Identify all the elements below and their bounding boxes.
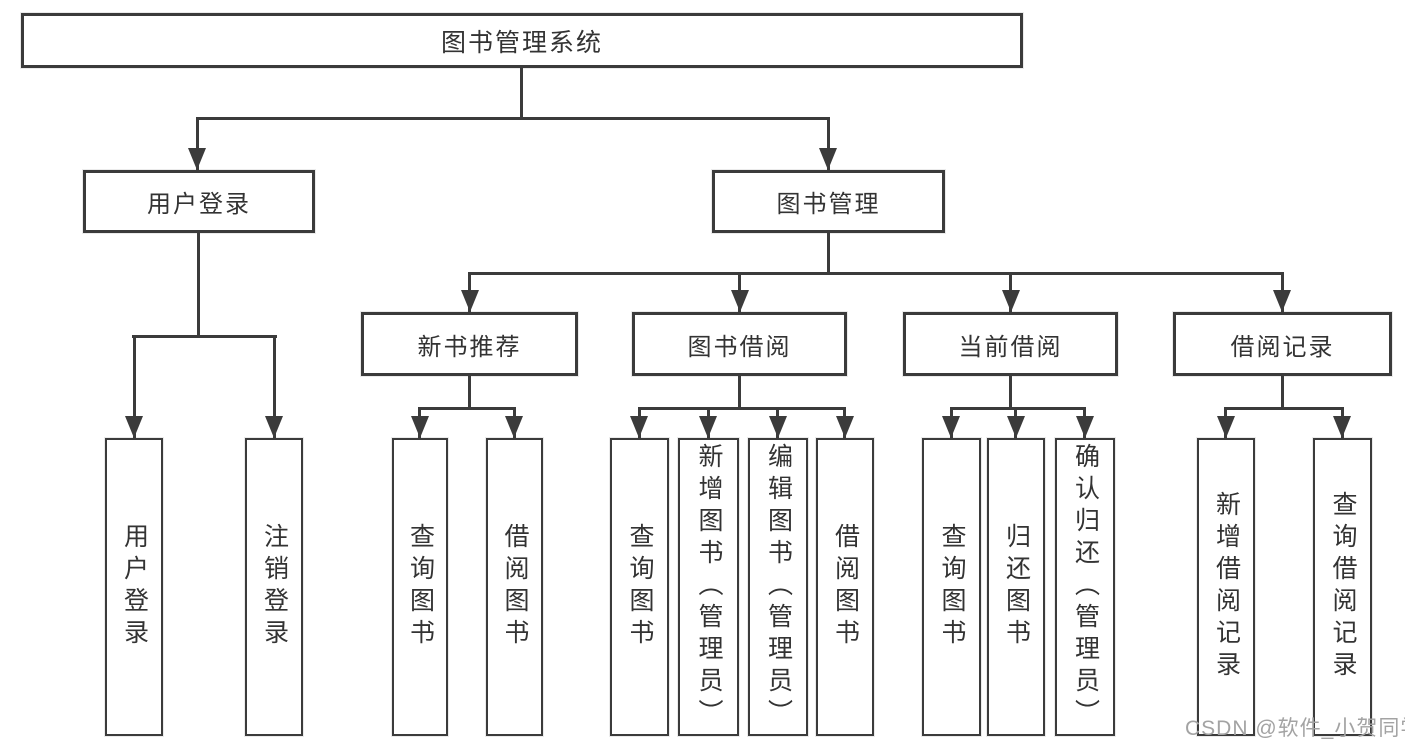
connector-line — [1224, 407, 1343, 410]
connector-line — [133, 335, 136, 438]
leaf-edit-book-admin: 编辑图书（管理员） — [748, 438, 808, 736]
connector-line — [273, 335, 276, 438]
leaf-user-login: 用户登录 — [105, 438, 163, 736]
connector-line — [196, 117, 830, 120]
node-borrowing-records: 借阅记录 — [1173, 312, 1392, 376]
node-book-borrowing: 图书借阅 — [632, 312, 847, 376]
arrow-down-icon — [125, 416, 143, 438]
leaf-logout: 注销登录 — [245, 438, 303, 736]
connector-line — [738, 375, 741, 410]
arrow-down-icon — [819, 148, 837, 170]
csdn-watermark: CSDN @软件_小贺同学 — [1185, 717, 1405, 740]
leaf-return-book: 归还图书 — [987, 438, 1045, 736]
arrow-down-icon — [942, 416, 960, 438]
arrow-down-icon — [630, 416, 648, 438]
connector-line — [468, 272, 1284, 275]
connector-line — [1009, 375, 1012, 410]
node-new-book-recommend: 新书推荐 — [361, 312, 578, 376]
arrow-down-icon — [1333, 416, 1351, 438]
leaf-add-book-admin: 新增图书（管理员） — [678, 438, 739, 736]
connector-line — [1281, 375, 1284, 410]
arrow-down-icon — [1076, 416, 1094, 438]
connector-line — [418, 407, 516, 410]
connector-line — [197, 232, 200, 338]
arrow-down-icon — [1007, 416, 1025, 438]
node-current-borrowing: 当前借阅 — [903, 312, 1118, 376]
arrow-down-icon — [188, 148, 206, 170]
connector-line — [468, 375, 471, 410]
node-book-management: 图书管理 — [712, 170, 945, 233]
arrow-down-icon — [769, 416, 787, 438]
arrow-down-icon — [1217, 416, 1235, 438]
arrow-down-icon — [265, 416, 283, 438]
leaf-query-borrow-record: 查询借阅记录 — [1313, 438, 1372, 736]
leaf-borrowing-borrow-books: 借阅图书 — [816, 438, 874, 736]
leaf-add-borrow-record: 新增借阅记录 — [1197, 438, 1255, 736]
connector-line — [132, 335, 277, 338]
arrow-down-icon — [461, 290, 479, 312]
node-library-system: 图书管理系统 — [21, 13, 1023, 68]
connector-line — [638, 407, 846, 410]
arrow-down-icon — [505, 416, 523, 438]
leaf-confirm-return-admin: 确认归还（管理员） — [1055, 438, 1115, 736]
connector-line — [827, 117, 830, 170]
arrow-down-icon — [1273, 290, 1291, 312]
connector-line — [950, 407, 1086, 410]
connector-line — [827, 232, 830, 275]
arrow-down-icon — [1002, 290, 1020, 312]
connector-line — [520, 68, 523, 120]
leaf-current-query-books: 查询图书 — [922, 438, 981, 736]
arrow-down-icon — [411, 416, 429, 438]
connector-line — [196, 117, 199, 170]
leaf-recommend-borrow-books: 借阅图书 — [486, 438, 543, 736]
arrow-down-icon — [699, 416, 717, 438]
node-user-login: 用户登录 — [83, 170, 315, 233]
arrow-down-icon — [836, 416, 854, 438]
arrow-down-icon — [731, 290, 749, 312]
leaf-borrowing-query-books: 查询图书 — [610, 438, 669, 736]
leaf-recommend-query-books: 查询图书 — [392, 438, 448, 736]
